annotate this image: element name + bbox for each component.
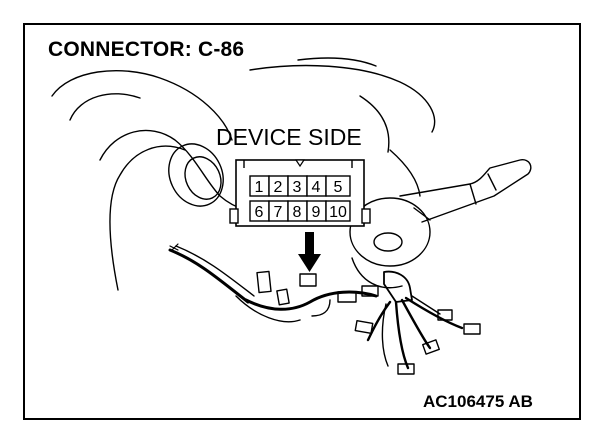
pin-7: 7 (274, 204, 283, 221)
connector-title: CONNECTOR: C-86 (48, 38, 245, 61)
pin-9: 9 (312, 204, 321, 221)
pin-1: 1 (255, 179, 264, 196)
pin-3: 3 (293, 179, 302, 196)
connector-face: 1 2 3 4 5 6 7 8 9 10 (229, 159, 371, 227)
pin-4: 4 (312, 179, 321, 196)
pin-6: 6 (255, 204, 264, 221)
pin-2: 2 (274, 179, 283, 196)
figure-code: AC106475 AB (423, 392, 533, 411)
pin-8: 8 (293, 204, 302, 221)
connector-arrow (298, 232, 321, 272)
pin-5: 5 (334, 179, 343, 196)
pin-10: 10 (329, 204, 347, 221)
device-side-label: DEVICE SIDE (216, 124, 362, 150)
